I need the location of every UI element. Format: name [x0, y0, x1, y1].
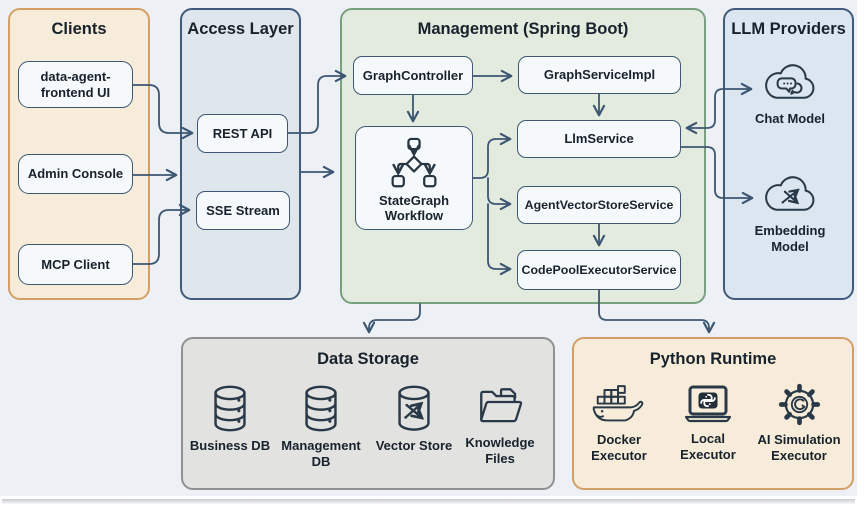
bottom-shadow — [2, 499, 855, 504]
node-graph-service-impl: GraphServiceImpl — [518, 56, 681, 94]
item-label: Management DB — [281, 438, 361, 469]
node-llm-service: LlmService — [517, 120, 681, 158]
item-chat-model: Chat Model — [744, 60, 836, 127]
group-llm-providers-title: LLM Providers — [731, 20, 846, 38]
node-label: CodePoolExecutorService — [521, 262, 677, 277]
docker-whale-icon — [592, 385, 644, 422]
item-knowledge-files: Knowledge Files — [460, 384, 540, 466]
item-local-executor: Local Executor — [666, 382, 750, 462]
node-label: Admin Console — [27, 166, 124, 182]
vector-cylinder-icon — [398, 385, 430, 431]
item-label: Local Executor — [680, 431, 736, 462]
cloud-chat-icon — [765, 64, 815, 99]
item-label: Business DB — [189, 438, 271, 453]
node-agent-vector-store-service: AgentVectorStoreService — [517, 186, 681, 224]
item-management-db: Management DB — [278, 384, 364, 469]
node-admin-console: Admin Console — [18, 154, 133, 194]
node-label: REST API — [212, 125, 273, 141]
node-label: StateGraph Workflow — [378, 192, 450, 223]
node-sse-stream: SSE Stream — [196, 191, 290, 230]
node-graph-controller: GraphController — [353, 56, 473, 95]
cloud-vector-icon — [765, 176, 815, 211]
node-label: data-agent-frontend UI — [40, 69, 111, 100]
group-access-layer: Access Layer — [180, 8, 301, 300]
laptop-python-icon — [684, 385, 732, 423]
item-label: Vector Store — [375, 438, 453, 453]
database-icon — [305, 385, 337, 432]
item-business-db: Business DB — [185, 384, 275, 454]
item-docker-executor: Docker Executor — [578, 382, 660, 463]
group-clients-title: Clients — [51, 20, 107, 38]
database-icon — [214, 385, 246, 432]
folder-icon — [480, 388, 523, 423]
item-ai-simulation-executor: AI Simulation Executor — [750, 382, 848, 463]
item-vector-store: Vector Store — [368, 384, 460, 454]
gear-icon — [778, 383, 820, 426]
group-data-storage-title: Data Storage — [317, 350, 419, 368]
group-llm-providers: LLM Providers — [723, 8, 854, 300]
group-python-runtime-title: Python Runtime — [649, 350, 777, 368]
flowchart-icon — [391, 137, 437, 188]
group-management-title: Management (Spring Boot) — [417, 20, 629, 38]
item-label: Chat Model — [754, 111, 826, 126]
node-stategraph-workflow: StateGraph Workflow — [355, 126, 473, 230]
group-access-layer-title: Access Layer — [187, 20, 294, 38]
node-label: LlmService — [564, 131, 634, 147]
item-embedding-model: Embedding Model — [744, 172, 836, 254]
item-label: Knowledge Files — [465, 435, 535, 466]
node-label: MCP Client — [41, 256, 110, 272]
node-label: GraphController — [362, 67, 464, 83]
node-label: AgentVectorStoreService — [524, 197, 674, 212]
item-label: Embedding Model — [754, 223, 826, 254]
node-code-pool-executor-service: CodePoolExecutorService — [517, 250, 681, 290]
node-data-agent-frontend-ui: data-agent-frontend UI — [18, 61, 133, 108]
item-label: Docker Executor — [591, 432, 647, 463]
node-mcp-client: MCP Client — [18, 244, 133, 285]
node-label: GraphServiceImpl — [543, 67, 656, 83]
node-label: SSE Stream — [206, 202, 280, 218]
node-rest-api: REST API — [197, 114, 288, 153]
item-label: AI Simulation Executor — [757, 432, 841, 463]
